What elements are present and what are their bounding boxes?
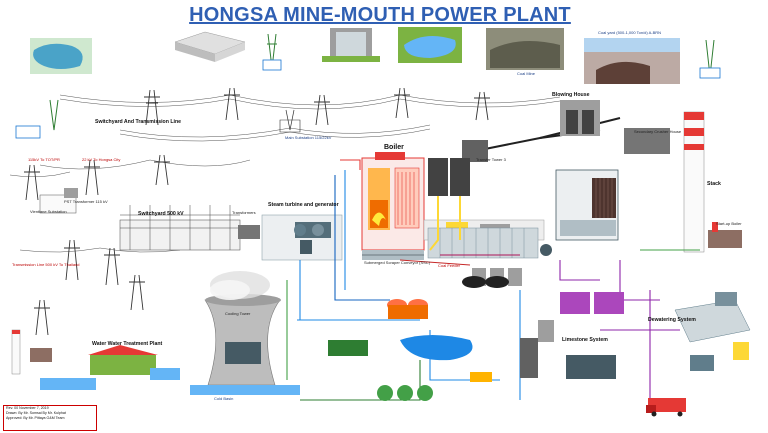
turbine-hall <box>261 214 343 261</box>
coal-mine-photo <box>486 28 564 70</box>
label-water-treatment: Water Water Treatment Plant <box>92 341 163 347</box>
accommodation-building <box>322 28 380 62</box>
office-buildings <box>174 31 246 62</box>
radio-cabinets <box>15 59 721 139</box>
coal-yard-photo <box>584 38 680 84</box>
pylons <box>24 87 490 336</box>
id-fan <box>540 244 552 256</box>
startup-boiler <box>708 222 742 248</box>
cooling-tower <box>204 271 281 386</box>
revision-drawn: Drawn: By Mr. Somsai By Mr. Kulphat <box>6 410 66 415</box>
label-crusher-house: Secondary Crusher House <box>634 129 682 134</box>
label-steam-turbine: Steam turbine and generator <box>268 202 339 208</box>
label-vientiane-sub: Vientiane Substation <box>30 209 67 214</box>
revision-approved: Approved: By Mr. Pittaya O&M Team <box>6 415 65 420</box>
crusher-house <box>624 128 670 154</box>
main-substation <box>279 109 301 133</box>
electrostatic-precipitator <box>427 227 539 259</box>
pst-transformer <box>64 188 78 198</box>
switchyard-500kv <box>119 205 241 251</box>
limestone-system <box>520 292 624 379</box>
transfer-tower <box>462 140 488 162</box>
label-coal-yard: Coal yard (500-1,000 Ton/d) A-BRN <box>598 30 662 35</box>
chimney-left <box>11 329 52 375</box>
blowing-house <box>560 100 600 136</box>
label-main-substation: Main Substation 115/22kV <box>285 135 332 140</box>
label-22kv: 22 kV To Hongsa City <box>82 157 121 162</box>
label-dewatering: Dewatering System <box>648 317 696 323</box>
trucks <box>470 372 686 417</box>
label-transfer-tower: Transfer Tower 3 <box>476 157 506 162</box>
coal-piles <box>462 276 509 288</box>
coal-bunkers <box>428 158 470 196</box>
label-boiler: Boiler <box>384 144 404 151</box>
dewatering-system <box>674 292 751 371</box>
label-115kv: 115kV To TOT/PR <box>28 157 60 162</box>
label-transmission-500: Transmission Line 500 kV To Thailand <box>12 262 80 267</box>
label-blowing-house: Blowing House <box>552 92 590 98</box>
label-startup-boiler: Start-up Boiler <box>716 221 742 226</box>
water-tanks <box>328 299 433 401</box>
boiler <box>361 152 425 251</box>
fgd-absorber <box>555 169 619 241</box>
label-switchyard-transmission: Switchyard And Transmission Line <box>95 119 181 125</box>
label-stack: Stack <box>707 181 721 187</box>
label-switchyard-500: Switchyard 500 kV <box>138 211 184 217</box>
reservoir-photo <box>30 38 92 74</box>
label-ssc: Submerged Scraper Conveyor (SSC) <box>364 260 431 265</box>
label-cold-basin: Cold Basin <box>214 396 234 401</box>
water-treatment-plant <box>40 345 180 390</box>
coal-feeder-piping <box>429 196 461 251</box>
stack <box>683 111 705 253</box>
label-cooling-tower: Cooling Tower <box>225 311 251 316</box>
submerged-conveyor <box>362 250 424 260</box>
revision-rev: Rev. 00 November 7, 2019 <box>6 406 49 410</box>
cold-basin <box>190 385 300 395</box>
raw-water-pond <box>400 335 473 361</box>
label-coal-mine: Coal Mine <box>517 71 536 76</box>
revision-block: Rev. 00 November 7, 2019 Drawn: By Mr. S… <box>3 405 97 431</box>
label-transformers: Transformers <box>232 210 256 215</box>
label-coal-feeder: Coal Feeder <box>438 263 461 268</box>
vientiane-substation <box>39 194 77 214</box>
ash-pond-photo <box>398 27 462 63</box>
label-limestone: Limestone System <box>562 337 608 343</box>
diagram-title: HONGSA MINE-MOUTH POWER PLANT <box>189 4 571 26</box>
label-pst: PST Transformer 115 kV <box>64 199 108 204</box>
